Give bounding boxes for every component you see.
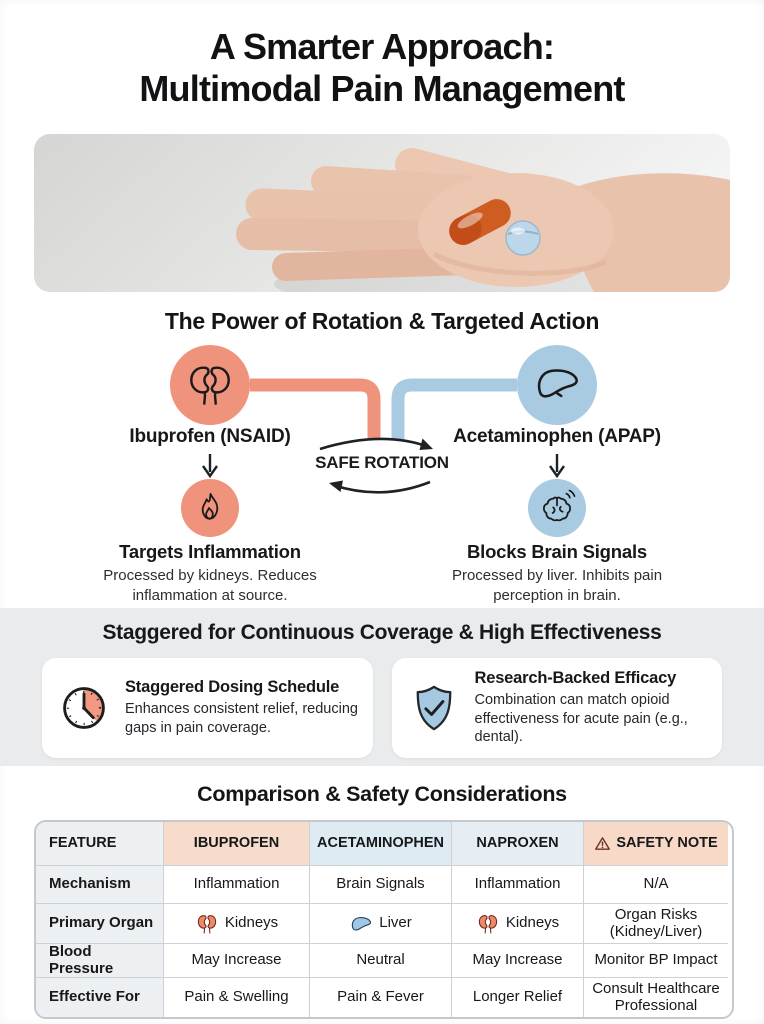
col-header-naproxen: NAPROXEN: [452, 822, 584, 866]
comparison-heading: Comparison & Safety Considerations: [197, 782, 567, 806]
effect-title-left: Targets Inflammation: [119, 541, 301, 562]
brain-signals-icon: [543, 489, 576, 522]
liver-icon: [352, 916, 372, 931]
safety-note-label: SAFETY NOTE: [616, 835, 718, 852]
cell-mechanism-naproxen: Inflammation: [452, 866, 584, 904]
drug-label-ibuprofen: Ibuprofen (NSAID): [129, 426, 291, 447]
col-header-feature: FEATURE: [36, 822, 164, 866]
comparison-table: FEATURE IBUPROFEN ACETAMINOPHEN NAPROXEN…: [34, 820, 734, 1019]
rotation-section-heading: The Power of Rotation & Targeted Action: [164, 308, 600, 334]
cell-organ-naproxen: Kidneys: [452, 904, 584, 944]
card-body: Combination can match opioid effectivene…: [474, 692, 688, 746]
cell-eff-ibuprofen: Pain & Swelling: [164, 978, 310, 1017]
row-label-mechanism: Mechanism: [36, 866, 164, 904]
organ-label: Liver: [379, 914, 412, 932]
orange-capsule: [449, 199, 511, 245]
kidneys-icon: [478, 914, 497, 934]
cell-eff-acetaminophen: Pain & Fever: [310, 978, 452, 1017]
hand-with-pills-photo: [34, 134, 730, 292]
cell-bp-acetaminophen: Neutral: [310, 944, 452, 978]
rotation-diagram: Ibuprofen (NSAID) Acetaminophen (APAP) S…: [0, 342, 764, 608]
col-header-safety-note: SAFETY NOTE: [584, 822, 728, 866]
organ-label: Kidneys: [224, 914, 279, 932]
cell-mechanism-acetaminophen: Brain Signals: [310, 866, 452, 904]
cell-organ-safety: Organ Risks (Kidney/Liver): [584, 904, 728, 944]
safe-rotation-label: SAFE ROTATION: [315, 453, 449, 472]
card-title: Staggered Dosing Schedule: [125, 678, 340, 697]
col-header-ibuprofen: IBUPROFEN: [164, 822, 310, 866]
shield-check-icon: [406, 680, 462, 736]
page-title-line1: A Smarter Approach:: [209, 26, 555, 67]
card-title: Research-Backed Efficacy: [474, 669, 677, 687]
drug-label-acetaminophen: Acetaminophen (APAP): [453, 426, 661, 447]
staggered-heading: Staggered for Continuous Coverage & High…: [102, 621, 662, 644]
blue-tablet: [505, 220, 541, 256]
card-staggered-dosing: Staggered Dosing Schedule Enhances consi…: [42, 658, 373, 758]
effect-caption-right: Processed by liver. Inhibits pain percep…: [451, 567, 663, 604]
row-label-effective-for: Effective For: [36, 978, 164, 1017]
cell-organ-acetaminophen: Liver: [310, 904, 452, 944]
col-header-acetaminophen: ACETAMINOPHEN: [310, 822, 452, 866]
effect-title-right: Blocks Brain Signals: [466, 541, 648, 562]
down-arrow-left: [202, 454, 218, 479]
kidneys-icon: [197, 914, 216, 934]
cell-eff-safety: Consult Healthcare Professional: [584, 978, 728, 1017]
hand-with-pills-illustration: [34, 134, 730, 292]
rotation-arrow-bottom: [332, 480, 431, 494]
brain-node: [528, 479, 586, 537]
row-label-primary-organ: Primary Organ: [36, 904, 164, 944]
down-arrow-right: [549, 454, 565, 479]
row-label-blood-pressure: Blood Pressure: [36, 943, 164, 978]
cell-bp-naproxen: May Increase: [452, 944, 584, 978]
warning-triangle-icon: [595, 837, 611, 850]
kidneys-node: [170, 345, 250, 425]
clock-icon: [56, 680, 112, 736]
liver-icon: [537, 369, 578, 398]
effect-caption-left: Processed by kidneys. Reduces inflammati…: [103, 567, 317, 604]
liver-node: [517, 345, 597, 425]
staggered-cards: Staggered Dosing Schedule Enhances consi…: [0, 645, 764, 758]
card-research-backed: Research-Backed Efficacy Combination can…: [391, 658, 722, 758]
inflammation-node: [181, 479, 239, 537]
kidneys-icon: [190, 366, 230, 405]
cell-organ-ibuprofen: Kidneys: [164, 904, 310, 944]
organ-label: Kidneys: [505, 914, 560, 932]
card-body: Enhances consistent relief, reducing gap…: [125, 701, 358, 736]
page-title-line2: Multimodal Pain Management: [139, 68, 625, 110]
cell-eff-naproxen: Longer Relief: [452, 978, 584, 1017]
cell-bp-safety: Monitor BP Impact: [584, 944, 728, 978]
staggered-section: Staggered for Continuous Coverage & High…: [0, 608, 764, 766]
page-title: A Smarter Approach: Multimodal Pain Mana…: [0, 26, 764, 110]
cell-mechanism-safety: N/A: [584, 866, 728, 904]
flame-icon: [201, 493, 219, 520]
cell-bp-ibuprofen: May Increase: [164, 944, 310, 978]
cell-mechanism-ibuprofen: Inflammation: [164, 866, 310, 904]
